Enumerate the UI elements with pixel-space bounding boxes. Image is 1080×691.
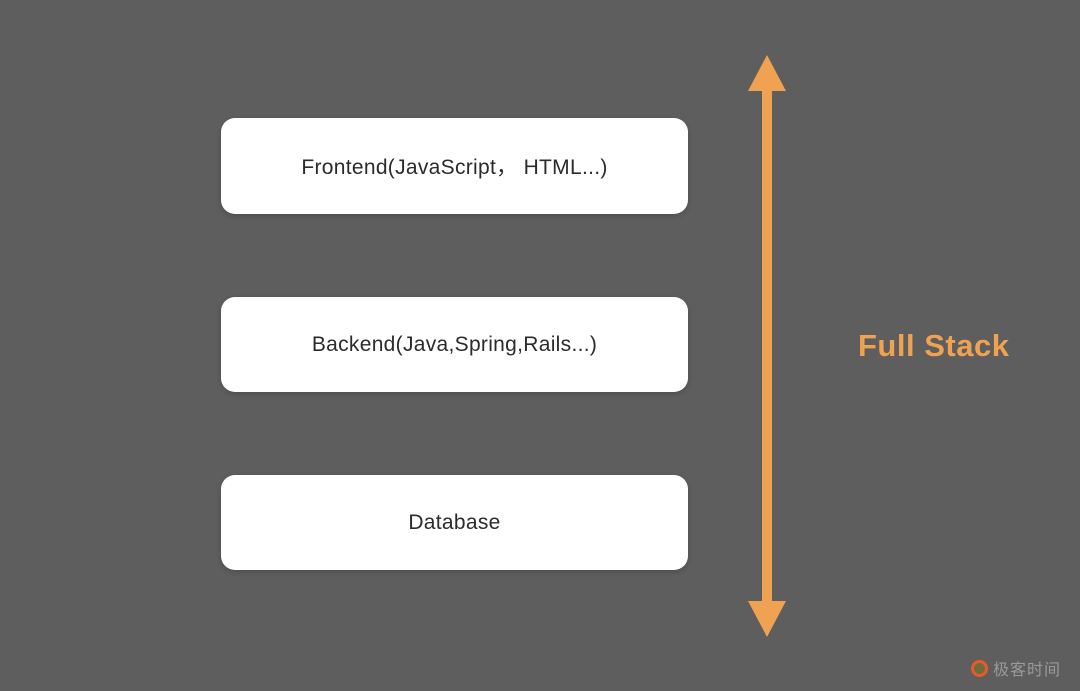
full-stack-label: Full Stack [858, 328, 1010, 363]
backend-layer-box: Backend(Java,Spring,Rails...) [221, 297, 688, 392]
frontend-layer-box: Frontend(JavaScript， HTML...) [221, 118, 688, 214]
frontend-layer-label: Frontend(JavaScript， HTML...) [301, 156, 608, 179]
backend-layer-label: Backend(Java,Spring,Rails...) [311, 332, 598, 356]
double-arrow-icon [748, 55, 786, 637]
database-layer-box: Database [221, 475, 688, 570]
database-layer-label: Database [408, 510, 501, 534]
watermark-text: 极客时间 [993, 662, 1062, 679]
geektime-logo-icon [971, 659, 988, 677]
watermark: 极客时间 [971, 656, 1061, 680]
